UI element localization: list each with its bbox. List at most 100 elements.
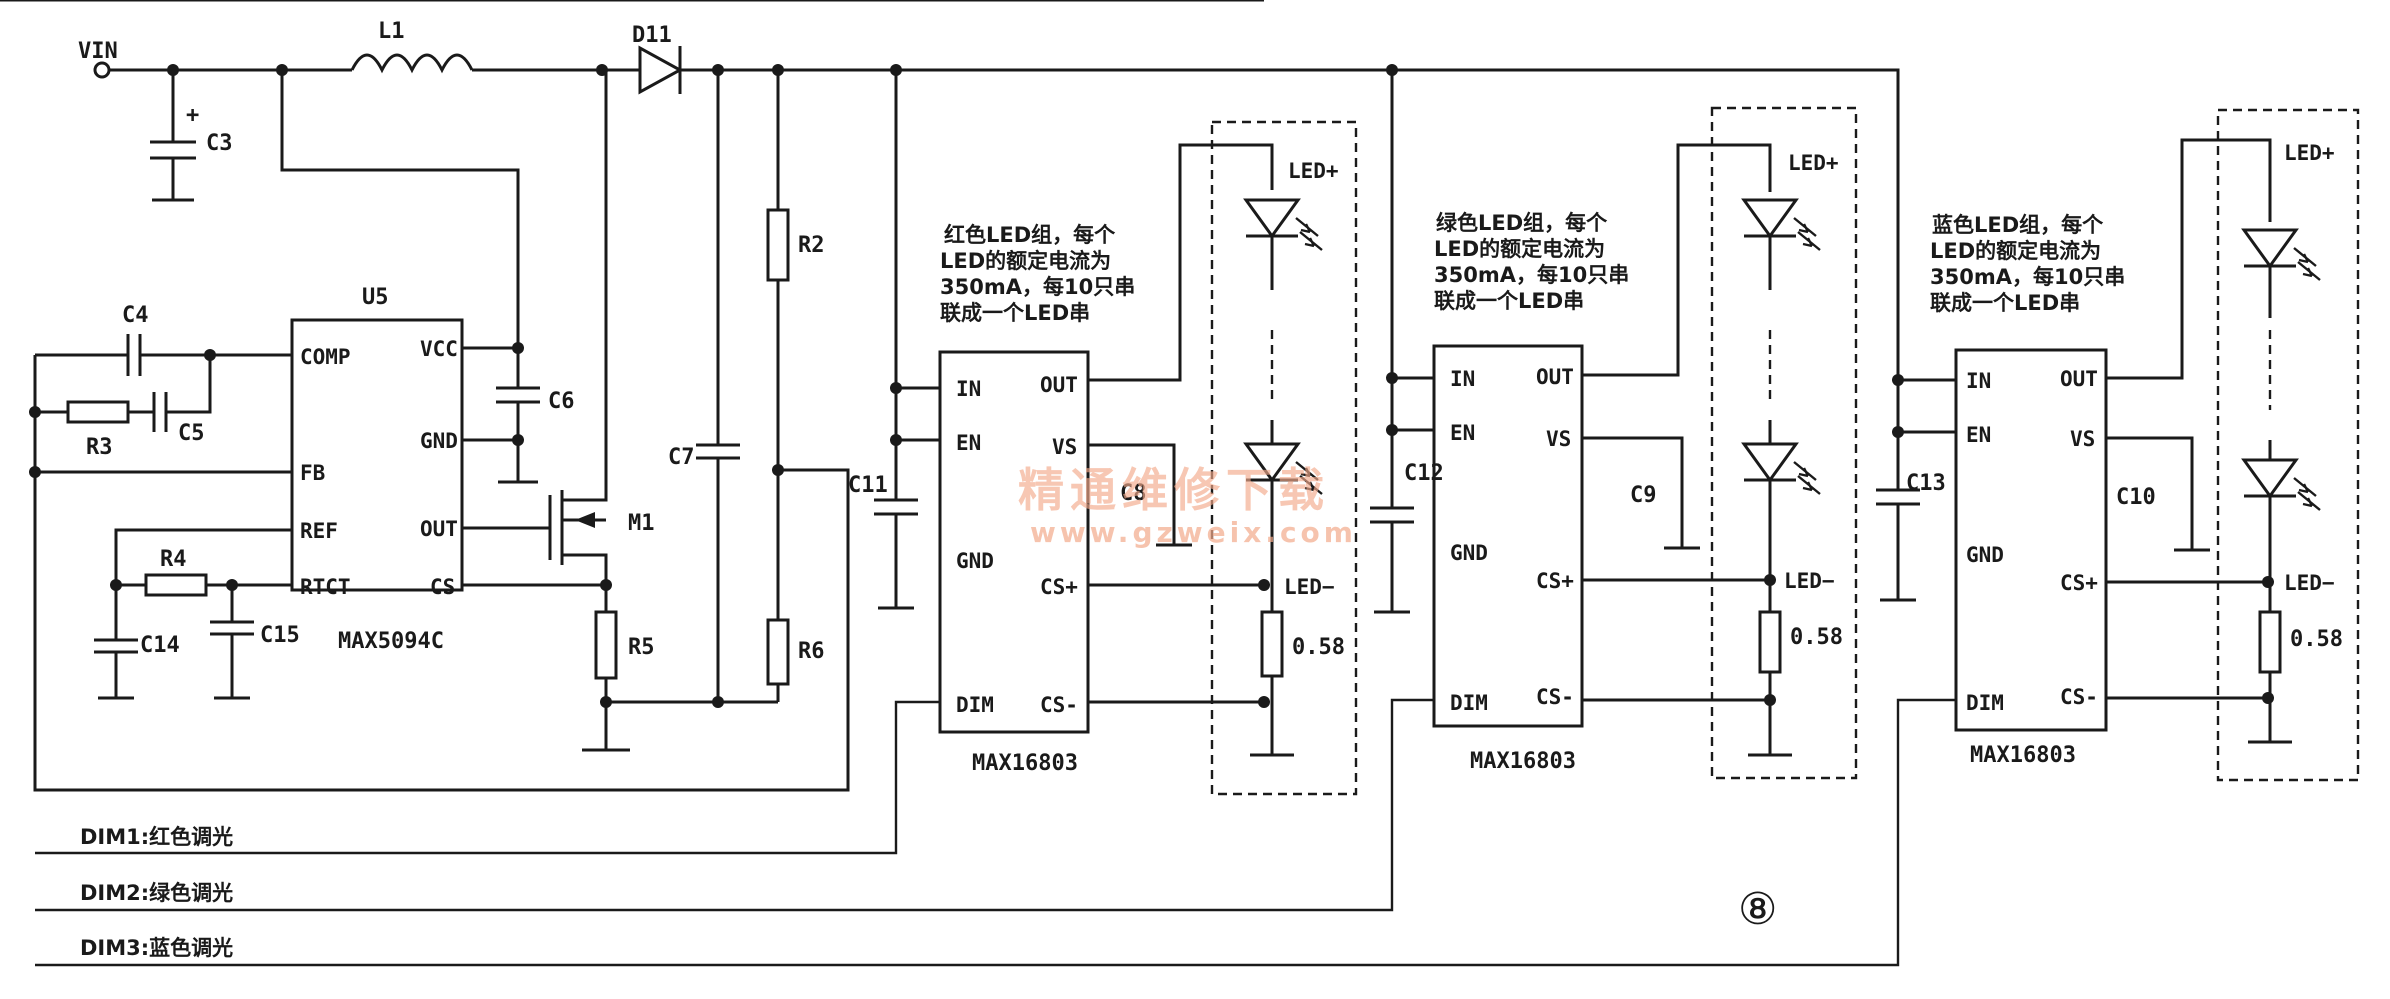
channel-green: [1370, 70, 1858, 780]
ch1-pin-en: EN: [956, 431, 981, 455]
diode-d11: [638, 45, 684, 95]
resistor-r5: [594, 610, 618, 680]
led-group-box-1: [1210, 120, 1358, 796]
ch1-note-line3: 350mA，每10只串: [940, 275, 1135, 299]
c11-label: C11: [848, 473, 888, 498]
u5-ref: U5: [362, 285, 389, 310]
r5-label: R5: [628, 635, 655, 660]
ch1-led-minus: LED−: [1284, 575, 1335, 599]
ch1-led-plus: LED+: [1288, 159, 1339, 183]
ch1-sense-value: 0.58: [1292, 635, 1345, 660]
dim1-label: DIM1:红色调光: [80, 825, 233, 849]
c9-label: C9: [1630, 483, 1657, 508]
ch2-driver-label: MAX16803: [1470, 749, 1576, 774]
ch3-note-line3: 350mA，每10只串: [1930, 265, 2125, 289]
ch1-pin-csp: CS+: [1040, 575, 1078, 599]
vin-label: VIN: [78, 39, 118, 64]
ch3-sense-value: 0.58: [2290, 627, 2343, 652]
compensation-network: [29, 334, 850, 792]
ch2-pin-csn: CS-: [1536, 685, 1574, 709]
r6-label: R6: [798, 639, 825, 664]
ch3-note-line4: 联成一个LED串: [1930, 291, 2080, 315]
pin-fb: FB: [300, 461, 325, 485]
ch3-pin-gnd: GND: [1966, 543, 2004, 567]
ch3-pin-dim: DIM: [1966, 691, 2004, 715]
ch2-note-line3: 350mA，每10只串: [1434, 263, 1629, 287]
r3-label: R3: [86, 435, 113, 460]
led-bottom-1: [1243, 442, 1301, 483]
ch2-pin-vs: VS: [1546, 427, 1571, 451]
ch1-pin-csn: CS-: [1040, 693, 1078, 717]
resistor-r2: [766, 208, 790, 282]
c14-label: C14: [140, 633, 180, 658]
ch3-driver-label: MAX16803: [1970, 743, 2076, 768]
c12-label: C12: [1404, 461, 1444, 486]
pin-vcc: VCC: [420, 337, 458, 361]
channel-red: [0, 0, 1358, 796]
c4-label: C4: [122, 303, 149, 328]
capacitor-c3: [150, 70, 196, 202]
dim-lines: [35, 698, 1956, 967]
channel-blue: [1392, 68, 2360, 782]
diode-label: D11: [632, 23, 672, 48]
ch2-pin-gnd: GND: [1450, 541, 1488, 565]
ch1-pin-dim: DIM: [956, 693, 994, 717]
vin-terminal: [93, 61, 111, 79]
dim3-label: DIM3:蓝色调光: [80, 936, 233, 960]
c5-label: C5: [178, 421, 205, 446]
resistor-r6: [766, 618, 790, 686]
ch3-pin-vs: VS: [2070, 427, 2095, 451]
ch2-pin-csp: CS+: [1536, 569, 1574, 593]
ch2-note-line2: LED的额定电流为: [1434, 237, 1605, 261]
pin-comp: COMP: [300, 345, 351, 369]
ch1-pin-in: IN: [956, 377, 981, 401]
c15-label: C15: [260, 623, 300, 648]
watermark-url: www.gzweix.com: [1030, 516, 1357, 549]
driver-max16803-2: [1432, 344, 1584, 728]
led-top-1: [1243, 198, 1301, 239]
c8-label: C8: [1120, 481, 1147, 506]
pin-ref: REF: [300, 519, 338, 543]
ch3-pin-en: EN: [1966, 423, 1991, 447]
controller-u5: [290, 318, 464, 592]
ch3-pin-out: OUT: [2060, 367, 2098, 391]
ch1-note-line1: 红色LED组，每个: [944, 223, 1116, 247]
pin-gnd: GND: [420, 429, 458, 453]
pin-out: OUT: [420, 517, 458, 541]
watermark-title: 精通维修下载: [1018, 463, 1330, 517]
pin-rtct: RTCT: [300, 575, 351, 599]
c13-label: C13: [1906, 471, 1946, 496]
ch1-pin-out: OUT: [1040, 373, 1078, 397]
c10-label: C10: [2116, 485, 2156, 510]
ch3-led-plus: LED+: [2284, 141, 2335, 165]
ch1-note-line4: 联成一个LED串: [940, 301, 1090, 325]
ch2-note-line4: 联成一个LED串: [1434, 289, 1584, 313]
ch3-note-line2: LED的额定电流为: [1930, 239, 2101, 263]
inductor-label: L1: [378, 19, 405, 44]
c3-polarity: +: [186, 103, 199, 128]
ch1-pin-gnd: GND: [956, 549, 994, 573]
ch2-led-minus: LED−: [1784, 569, 1835, 593]
ch2-led-plus: LED+: [1788, 151, 1839, 175]
ch2-sense-value: 0.58: [1790, 625, 1843, 650]
sense-resistor-1: [1260, 610, 1284, 678]
ch3-pin-csp: CS+: [2060, 571, 2098, 595]
ch1-note-line2: LED的额定电流为: [940, 249, 1111, 273]
r4-label: R4: [160, 547, 187, 572]
ch1-pin-vs: VS: [1052, 435, 1077, 459]
resistor-r4: [144, 573, 208, 597]
ch2-pin-out: OUT: [1536, 365, 1574, 389]
ch3-note-line1: 蓝色LED组，每个: [1932, 213, 2104, 237]
pin-cs: CS: [430, 575, 455, 599]
ch2-pin-in: IN: [1450, 367, 1475, 391]
u5-part: MAX5094C: [338, 629, 444, 654]
c7-label: C7: [668, 445, 695, 470]
ch3-led-minus: LED−: [2284, 571, 2335, 595]
mosfet-m1: [548, 70, 630, 752]
dim2-label: DIM2:绿色调光: [80, 881, 233, 905]
resistor-r3: [66, 400, 130, 424]
driver-max16803-1: [938, 350, 1090, 734]
capacitor-c6: [496, 348, 540, 484]
driver-max16803-3: [1954, 348, 2108, 732]
